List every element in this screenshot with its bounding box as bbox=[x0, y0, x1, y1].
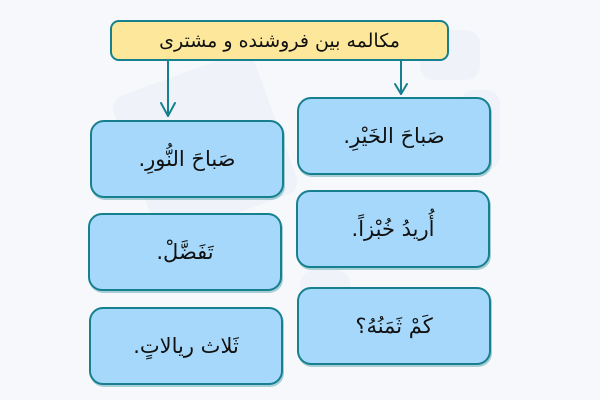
node-text: صَباحَ الخَيْرِ. bbox=[343, 124, 445, 148]
node-text: صَباحَ النُّورِ. bbox=[138, 147, 236, 171]
node-right-2: أُريدُ خُبْزاً. bbox=[296, 190, 490, 268]
arrowhead-icon bbox=[160, 102, 176, 117]
node-left-2: تَفَضَّلْ. bbox=[88, 213, 282, 291]
node-left-3: ثَلاث ريالاتٍ. bbox=[89, 307, 283, 385]
node-left-1: صَباحَ النُّورِ. bbox=[90, 120, 284, 198]
diagram-title-text: مکالمه بین فروشنده و مشتری bbox=[159, 29, 400, 52]
node-text: كَمْ ثَمَنُهُ؟ bbox=[355, 314, 433, 338]
node-text: ثَلاث ريالاتٍ. bbox=[133, 334, 239, 358]
node-right-1: صَباحَ الخَيْرِ. bbox=[297, 97, 491, 175]
diagram-title: مکالمه بین فروشنده و مشتری bbox=[110, 20, 449, 61]
node-text: أُريدُ خُبْزاً. bbox=[351, 217, 435, 241]
node-right-3: كَمْ ثَمَنُهُ؟ bbox=[297, 287, 491, 365]
arrowhead-icon bbox=[394, 83, 408, 95]
node-text: تَفَضَّلْ. bbox=[156, 240, 214, 264]
